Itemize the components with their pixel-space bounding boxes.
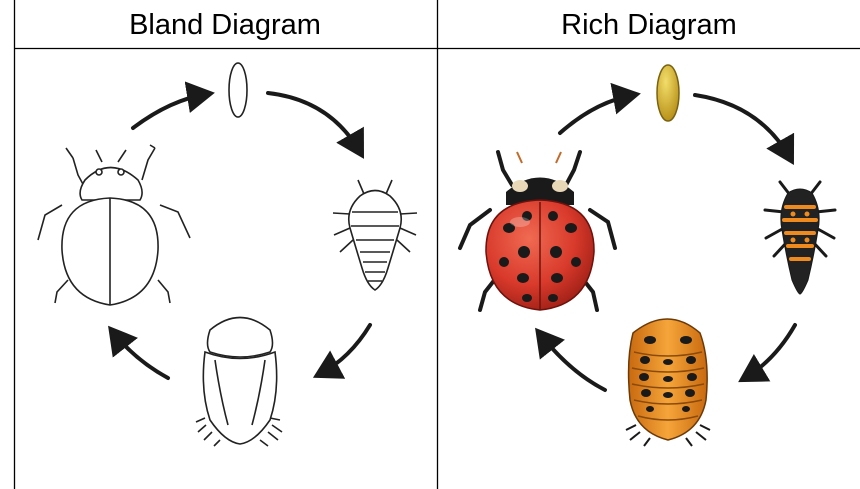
rich-adult-ladybug (460, 152, 615, 310)
rich-diagram-title: Rich Diagram (438, 0, 860, 48)
arrow-adult-to-egg (133, 94, 207, 128)
arrow-larva-to-pupa-rich (745, 325, 795, 378)
arrow-pupa-to-adult-rich (540, 334, 605, 390)
rich-diagram (460, 65, 835, 446)
bland-pupa (196, 318, 282, 447)
rich-larva (765, 182, 835, 294)
arrow-adult-to-egg-rich (560, 95, 633, 133)
bland-larva (333, 180, 417, 290)
bland-adult-beetle (38, 145, 190, 305)
bland-diagram-title: Bland Diagram (14, 0, 436, 48)
rich-egg (657, 65, 679, 121)
bland-diagram (38, 63, 417, 446)
arrow-pupa-to-adult (113, 332, 168, 378)
rich-pupa (626, 319, 710, 446)
arrow-egg-to-larva-rich (695, 95, 790, 158)
bland-egg (229, 63, 247, 117)
arrow-larva-to-pupa (320, 325, 370, 374)
arrow-egg-to-larva (268, 93, 360, 152)
